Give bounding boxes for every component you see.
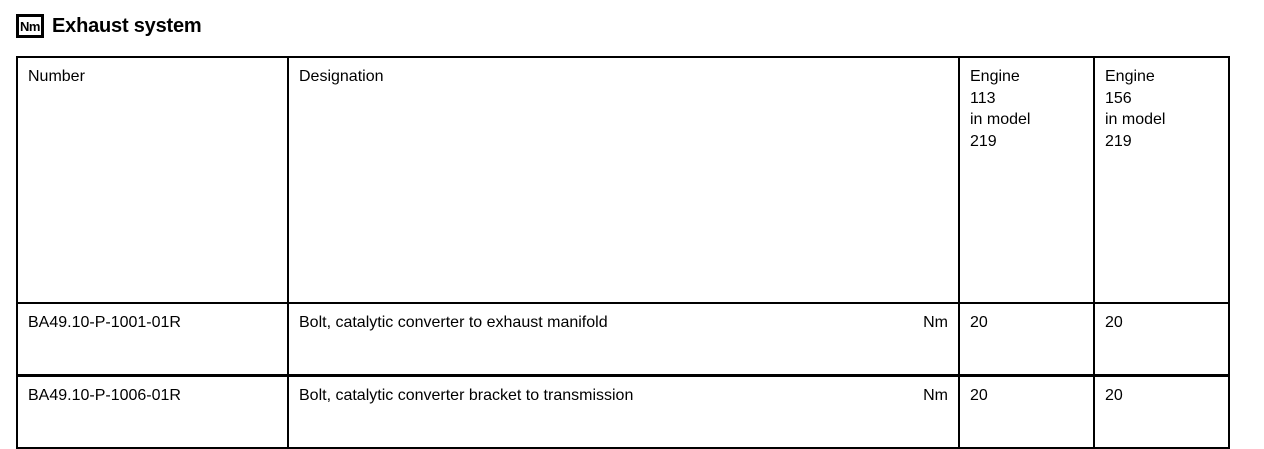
unit-label: Nm [923, 314, 948, 331]
designation-text: Bolt, catalytic converter to exhaust man… [299, 314, 608, 331]
table-header-row: Number Designation Engine 113 in model 2… [16, 56, 1230, 304]
document-page: Nm Exhaust system Number Designation Eng… [16, 14, 1230, 449]
page-title: Exhaust system [52, 15, 202, 37]
cell-number: BA49.10-P-1006-01R [16, 374, 289, 449]
column-header-engine-156: Engine 156 in model 219 [1093, 56, 1230, 304]
engine-113-label-line4: 219 [970, 132, 997, 150]
cell-number: BA49.10-P-1001-01R [16, 302, 289, 377]
cell-engine-156-value: 20 [1093, 302, 1230, 377]
table-body: BA49.10-P-1001-01R Bolt, catalytic conve… [16, 302, 1230, 449]
engine-156-label-line1: Engine [1105, 68, 1155, 85]
unit-label: Nm [923, 387, 948, 404]
table-row: BA49.10-P-1006-01R Bolt, catalytic conve… [16, 374, 1230, 449]
cell-engine-156-value: 20 [1093, 374, 1230, 449]
designation-text: Bolt, catalytic converter bracket to tra… [299, 387, 634, 404]
cell-engine-113-value: 20 [958, 302, 1095, 377]
section-title: Nm Exhaust system [16, 14, 202, 38]
torque-specification-table: Number Designation Engine 113 in model 2… [16, 56, 1230, 449]
column-header-number: Number [16, 56, 289, 304]
cell-engine-113-value: 20 [958, 374, 1095, 449]
engine-156-label-line2: 156 [1105, 89, 1132, 107]
torque-unit-icon: Nm [16, 14, 44, 38]
cell-designation: Bolt, catalytic converter to exhaust man… [287, 302, 960, 377]
table-header: Number Designation Engine 113 in model 2… [16, 56, 1230, 304]
engine-113-label-line2: 113 [970, 89, 996, 107]
engine-156-label-line3: in model [1105, 111, 1166, 129]
engine-156-label-line4: 219 [1105, 132, 1132, 150]
column-header-engine-113: Engine 113 in model 219 [958, 56, 1095, 304]
engine-113-label-line3: in model [970, 111, 1031, 129]
engine-113-label-line1: Engine [970, 68, 1020, 85]
column-header-designation: Designation [287, 56, 960, 304]
cell-designation: Bolt, catalytic converter bracket to tra… [287, 374, 960, 449]
table-row: BA49.10-P-1001-01R Bolt, catalytic conve… [16, 302, 1230, 377]
